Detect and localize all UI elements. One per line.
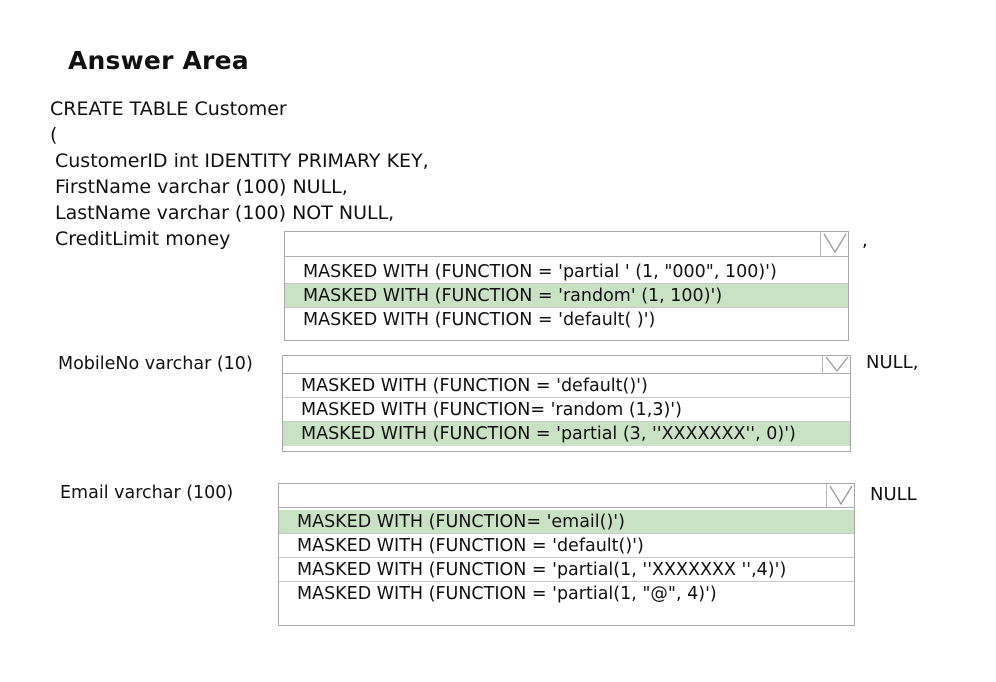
mobile-option-random[interactable]: MASKED WITH (FUNCTION= 'random (1,3)') bbox=[283, 398, 850, 422]
sql-line-customer-id: CustomerID int IDENTITY PRIMARY KEY, bbox=[55, 150, 429, 172]
email-mask-dropdown[interactable]: MASKED WITH (FUNCTION= 'email()') MASKED… bbox=[278, 483, 855, 626]
credit-limit-suffix: , bbox=[862, 230, 868, 251]
sql-line-open-paren: ( bbox=[50, 124, 58, 146]
email-label: Email varchar (100) bbox=[60, 483, 234, 503]
sql-line-first-name: FirstName varchar (100) NULL, bbox=[55, 176, 348, 198]
chevron-down-icon[interactable] bbox=[820, 232, 848, 256]
credit-option-random[interactable]: MASKED WITH (FUNCTION = 'random' (1, 100… bbox=[285, 284, 848, 308]
mobile-no-mask-dropdown[interactable]: MASKED WITH (FUNCTION = 'default()') MAS… bbox=[282, 355, 851, 452]
email-suffix: NULL bbox=[870, 484, 917, 505]
credit-limit-mask-dropdown[interactable]: MASKED WITH (FUNCTION = 'partial ' (1, "… bbox=[284, 231, 849, 341]
chevron-down-icon[interactable] bbox=[826, 484, 854, 507]
email-option-default[interactable]: MASKED WITH (FUNCTION = 'default()') bbox=[279, 534, 854, 558]
mobile-no-label: MobileNo varchar (10) bbox=[58, 354, 253, 374]
email-options: MASKED WITH (FUNCTION= 'email()') MASKED… bbox=[279, 510, 854, 606]
email-option-partial-x[interactable]: MASKED WITH (FUNCTION = 'partial(1, ''XX… bbox=[279, 558, 854, 582]
credit-limit-label: CreditLimit money bbox=[55, 228, 231, 250]
email-option-email[interactable]: MASKED WITH (FUNCTION= 'email()') bbox=[279, 510, 854, 534]
mobile-option-default[interactable]: MASKED WITH (FUNCTION = 'default()') bbox=[283, 374, 850, 398]
email-option-partial-at[interactable]: MASKED WITH (FUNCTION = 'partial(1, "@",… bbox=[297, 584, 717, 604]
chevron-down-icon[interactable] bbox=[822, 356, 850, 373]
mobile-option-partial[interactable]: MASKED WITH (FUNCTION = 'partial (3, ''X… bbox=[283, 422, 850, 446]
email-dropdown-header[interactable] bbox=[279, 484, 854, 508]
credit-limit-options: MASKED WITH (FUNCTION = 'partial ' (1, "… bbox=[285, 260, 848, 332]
credit-option-partial[interactable]: MASKED WITH (FUNCTION = 'partial ' (1, "… bbox=[285, 260, 848, 284]
answer-area-title: Answer Area bbox=[68, 46, 249, 75]
mobile-no-suffix: NULL, bbox=[866, 352, 919, 373]
sql-line-last-name: LastName varchar (100) NOT NULL, bbox=[55, 202, 395, 224]
credit-limit-dropdown-header[interactable] bbox=[285, 232, 848, 257]
credit-option-default[interactable]: MASKED WITH (FUNCTION = 'default( )') bbox=[303, 310, 656, 330]
mobile-no-options: MASKED WITH (FUNCTION = 'default()') MAS… bbox=[283, 374, 850, 446]
mobile-no-dropdown-header[interactable] bbox=[283, 356, 850, 374]
sql-line-create-table: CREATE TABLE Customer bbox=[50, 98, 287, 120]
